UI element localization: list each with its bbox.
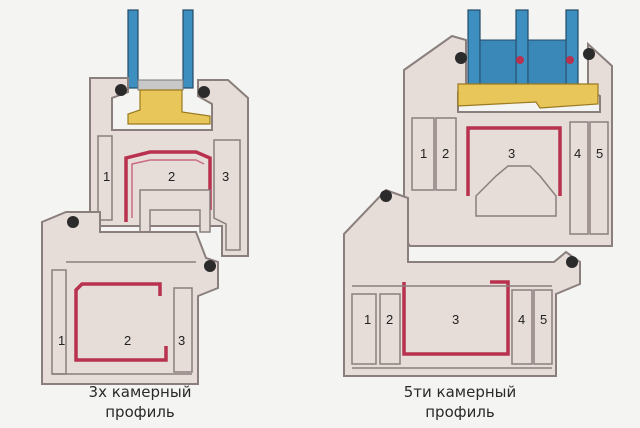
seal [566, 256, 578, 268]
right-caption: 5ти камерный профиль [380, 382, 540, 422]
glazing-bead [457, 83, 599, 109]
steel-reinforcement [466, 126, 562, 196]
frame-sash-joint [475, 165, 557, 217]
glass-pane [467, 9, 481, 89]
sash-chamber-wall [511, 289, 533, 365]
seal [67, 216, 79, 228]
sash-chamber-wall [533, 289, 553, 365]
steel-reinforcement [74, 282, 168, 362]
seal [380, 190, 392, 202]
steel-reinforcement [402, 280, 510, 356]
sash-chamber-number: 3 [452, 312, 459, 327]
five-chamber-profile: 1 2 3 4 5 1 2 3 4 5 [343, 9, 613, 377]
glass-pane [515, 9, 529, 89]
sash-chamber-number: 1 [58, 333, 65, 348]
frame-chamber-number: 3 [222, 169, 229, 184]
glass-spacer [527, 39, 567, 85]
frame-chamber-number: 5 [596, 146, 603, 161]
left-caption: 3х камерный профиль [60, 382, 220, 422]
sash-chamber-number: 2 [386, 312, 393, 327]
seal [115, 84, 127, 96]
steel-reinforcement [124, 150, 212, 222]
sash-chamber-number: 3 [178, 333, 185, 348]
glazing-bead [127, 89, 211, 125]
sash-chamber-number: 1 [364, 312, 371, 327]
spacer-dot [566, 56, 574, 64]
frame-chamber-number: 1 [103, 169, 110, 184]
frame-chamber-wall [589, 121, 609, 235]
three-chamber-profile: 1 2 3 1 2 3 [41, 9, 249, 385]
glass-spacer [479, 39, 517, 85]
left-caption-line2: профиль [105, 403, 175, 421]
frame-chamber-number: 1 [420, 146, 427, 161]
frame-chamber-number: 4 [574, 146, 581, 161]
sash-chamber-wall [351, 293, 377, 365]
sash-chamber-wall [379, 293, 401, 365]
sash-chamber-wall [173, 287, 193, 373]
seal [583, 48, 595, 60]
right-caption-line2: профиль [425, 403, 495, 421]
frame-chamber-number: 3 [508, 146, 515, 161]
seal [204, 260, 216, 272]
frame-chamber-wall [97, 135, 113, 221]
frame-chamber-number: 2 [168, 169, 175, 184]
frame-chamber-wall [569, 121, 589, 235]
frame-chamber-wall [411, 117, 435, 191]
sash-chamber-number: 5 [540, 312, 547, 327]
seal [455, 52, 467, 64]
left-caption-line1: 3х камерный [88, 383, 192, 401]
glass-pane [565, 9, 579, 89]
right-caption-line1: 5ти камерный [403, 383, 517, 401]
sash-chamber-number: 4 [518, 312, 525, 327]
frame-chamber-number: 2 [442, 146, 449, 161]
glass-spacer [137, 79, 184, 91]
seal [198, 86, 210, 98]
frame-chamber-wall [435, 117, 457, 191]
glass-pane [127, 9, 139, 89]
steel-reinforcement-inner [131, 159, 205, 218]
frame-chamber-wall [213, 139, 241, 251]
glass-pane [182, 9, 194, 89]
sash-chamber-number: 2 [124, 333, 131, 348]
spacer-dot [516, 56, 524, 64]
